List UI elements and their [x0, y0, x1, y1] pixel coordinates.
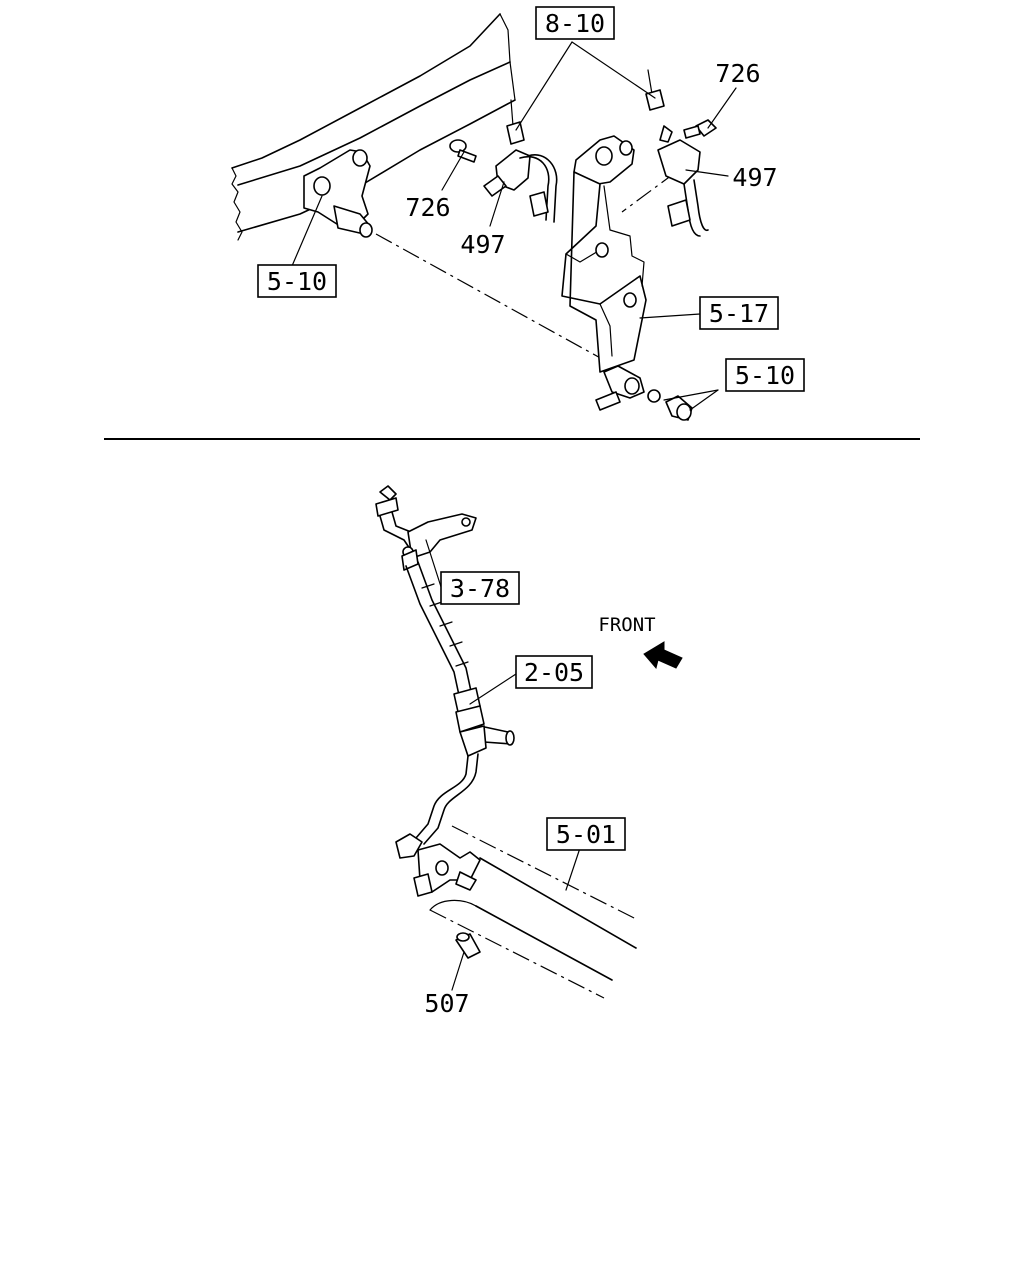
- crossmember: [429, 825, 639, 999]
- ref-5-17-label: 5-17: [709, 299, 769, 328]
- part-726-right-label[interactable]: 726: [715, 59, 760, 88]
- ref-5-17[interactable]: 5-17: [699, 296, 779, 330]
- part-507-label[interactable]: 507: [424, 989, 469, 1018]
- front-arrow-icon: [643, 641, 683, 670]
- front-direction: FRONT: [598, 614, 683, 670]
- upper-view: 8-10 726 497 726 497 5-10 5-17 5-10: [231, 6, 805, 421]
- tee-fitting: [455, 705, 515, 757]
- front-label: FRONT: [598, 614, 655, 636]
- ref-5-10-left-label: 5-10: [267, 267, 327, 296]
- ref-2-05-label: 2-05: [524, 658, 584, 687]
- frame-rail: [231, 13, 516, 241]
- part-497-left-label[interactable]: 497: [460, 230, 505, 259]
- ref-5-10-right-label: 5-10: [735, 361, 795, 390]
- rail-bracket: [303, 149, 373, 238]
- part-726-left-label[interactable]: 726: [405, 193, 450, 222]
- lower-brake-pipe: [395, 753, 479, 859]
- upper-leaders: [291, 41, 737, 411]
- bolt-726-left: [449, 139, 477, 163]
- clamp-bracket: [401, 513, 477, 571]
- ref-3-78[interactable]: 3-78: [440, 571, 520, 605]
- ref-5-01-label: 5-01: [556, 820, 616, 849]
- top-fitting: [375, 485, 425, 553]
- lower-view: FRONT 3-78 2-05 5-01 507: [375, 485, 683, 1018]
- ref-3-78-label: 3-78: [450, 574, 510, 603]
- alignment-line: [375, 233, 605, 361]
- washer-and-bolt: [647, 389, 693, 421]
- sensor-497-left: [483, 149, 558, 223]
- wheel-cylinder-fitting: [413, 843, 481, 897]
- ref-8-10[interactable]: 8-10: [535, 6, 615, 40]
- clip-right: [645, 69, 665, 111]
- brake-hose: [405, 561, 481, 713]
- part-497-right-label[interactable]: 497: [732, 163, 777, 192]
- sensor-497-right: [657, 125, 709, 237]
- ref-5-10-right[interactable]: 5-10: [725, 358, 805, 392]
- ref-5-10-left[interactable]: 5-10: [257, 264, 337, 298]
- clip-left: [506, 99, 525, 145]
- height-sensor-bracket: [561, 135, 647, 411]
- plug-507: [455, 932, 481, 959]
- ref-8-10-label: 8-10: [545, 9, 605, 38]
- ref-5-01[interactable]: 5-01: [546, 817, 626, 851]
- ref-2-05[interactable]: 2-05: [515, 655, 593, 689]
- alignment-line-right: [621, 171, 677, 213]
- lower-leaders: [425, 539, 581, 991]
